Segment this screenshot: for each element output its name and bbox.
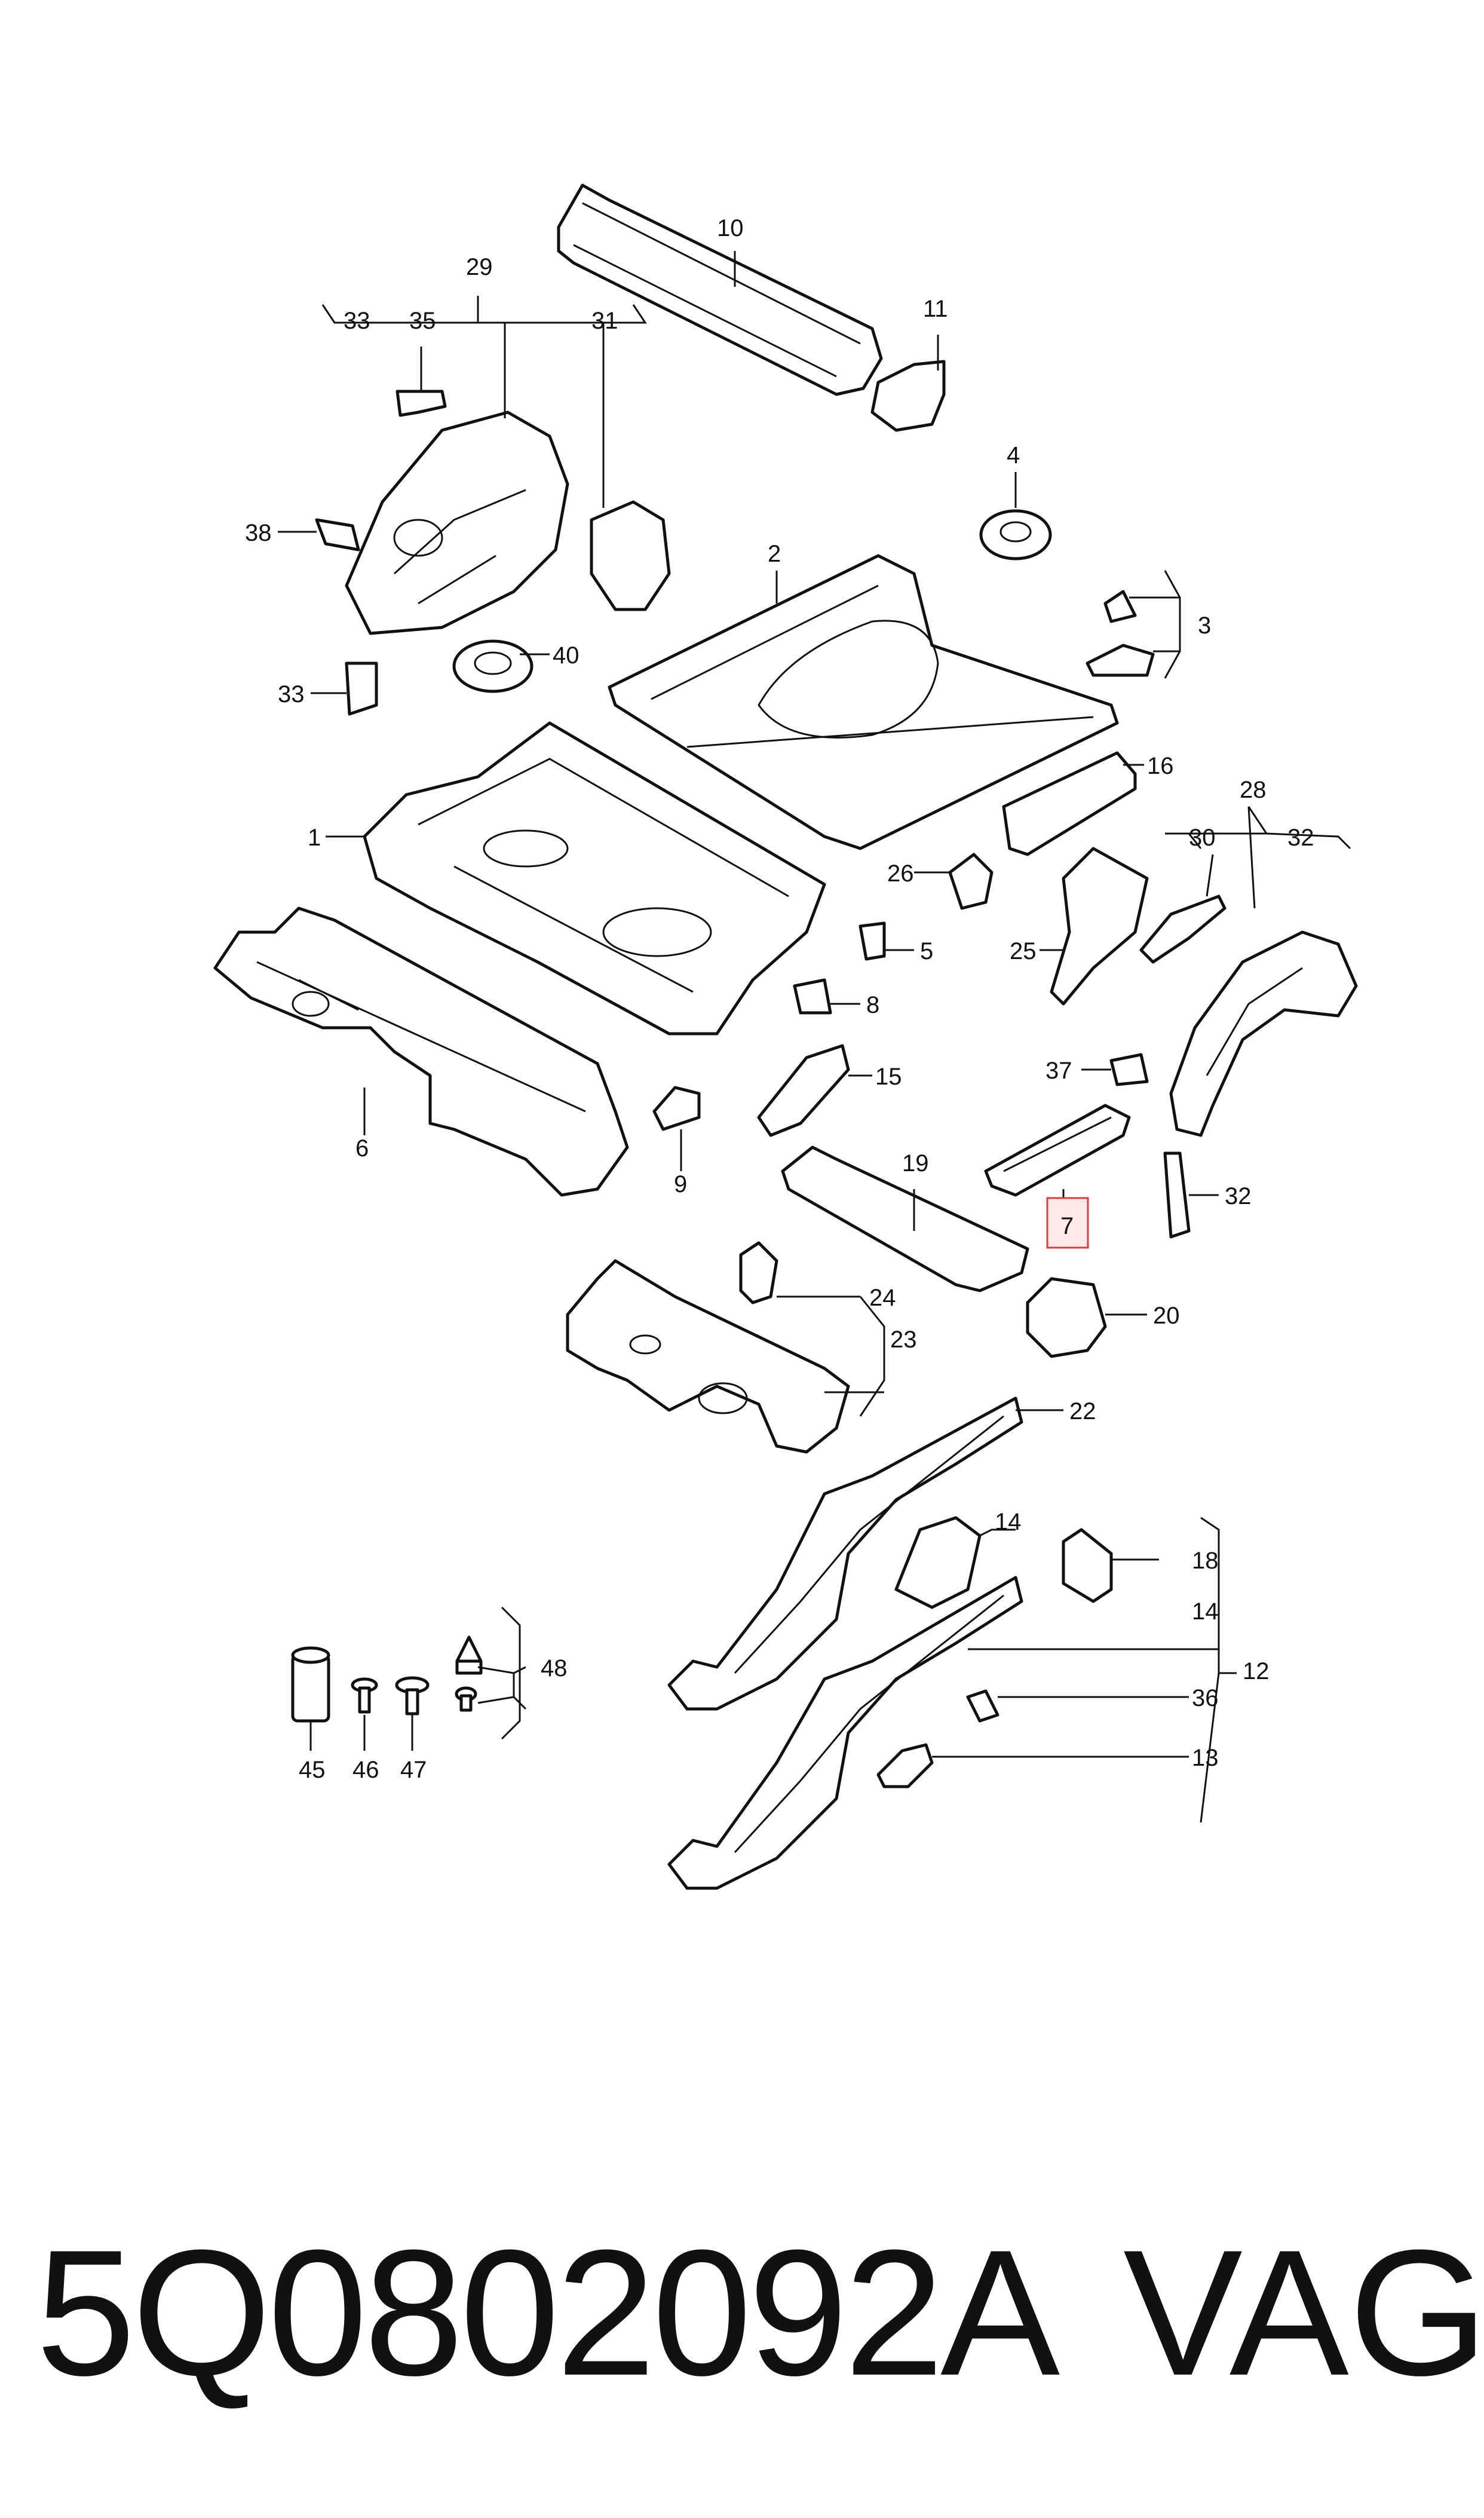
part-48-nuts: [455, 1635, 483, 1712]
part-25-bracket: [1050, 847, 1149, 1006]
callout-47: 47: [400, 1757, 427, 1783]
part-40-cap: [452, 639, 533, 693]
callout-15: 15: [875, 1064, 902, 1090]
callout-16: 16: [1147, 753, 1174, 779]
part-28-wheel-housing: [1169, 930, 1358, 1137]
part-5-clip: [858, 921, 886, 961]
part-8-clip: [793, 978, 832, 1015]
callout-45: 45: [299, 1757, 326, 1783]
callout-19: 19: [902, 1150, 929, 1177]
part-15-bracket: [757, 1044, 850, 1137]
callout-32-lower: 32: [1225, 1183, 1252, 1209]
callout-13: 13: [1192, 1745, 1219, 1771]
callout-28: 28: [1240, 777, 1267, 803]
part-33-clip: [345, 661, 378, 716]
part-4-plate: [979, 509, 1052, 560]
part-20-bracket: [1026, 1277, 1107, 1358]
part-37-clip: [1109, 1053, 1149, 1086]
part-16-rail: [1002, 751, 1137, 856]
callout-37: 37: [1045, 1058, 1072, 1084]
callout-48: 48: [541, 1655, 568, 1681]
part-18-plate: [1062, 1528, 1113, 1603]
part-32-bracket-upper: [1163, 1151, 1191, 1239]
callout-22: 22: [1069, 1398, 1096, 1425]
part-38-clip: [315, 518, 360, 552]
callout-2: 2: [768, 541, 781, 567]
part-45-bushing: [291, 1646, 330, 1723]
callout-8: 8: [866, 992, 879, 1018]
callout-33-mid: 33: [278, 681, 305, 707]
part-26-bracket: [948, 853, 994, 910]
part-1-main-floor: [363, 721, 826, 1036]
callout-9: 9: [674, 1171, 687, 1197]
callout-35: 35: [409, 308, 436, 334]
callout-20: 20: [1153, 1303, 1180, 1329]
part-36-clip: [966, 1689, 999, 1723]
part-31-bracket: [590, 500, 671, 611]
callout-38: 38: [245, 520, 272, 546]
callout-46: 46: [352, 1757, 379, 1783]
part-9-clip: [652, 1086, 701, 1131]
part-14-bracket: [894, 1516, 982, 1609]
part-13-bracket: [876, 1743, 934, 1788]
part-12-longitudinal-member: [667, 1576, 1023, 1890]
callout-30: 30: [1189, 825, 1216, 851]
callout-23: 23: [890, 1327, 917, 1353]
callout-25: 25: [1010, 938, 1037, 964]
part-24-bracket: [739, 1241, 778, 1304]
callout-4: 4: [1007, 442, 1020, 468]
callout-12: 12: [1243, 1658, 1270, 1684]
part-11-bracket: [870, 360, 946, 432]
callout-18: 18: [1192, 1548, 1219, 1574]
callout-31: 31: [591, 308, 618, 334]
callout-24: 24: [869, 1285, 896, 1311]
callout-7: 7: [1060, 1213, 1074, 1239]
callout-33-top: 33: [344, 308, 370, 334]
leader-lines: [278, 251, 1351, 1823]
part-23-cross-member: [566, 1259, 850, 1454]
part-46-bolt: [351, 1677, 378, 1714]
part-2-floor-pan: [608, 554, 1119, 850]
part-3-brackets: [1086, 590, 1155, 677]
callout-29: 29: [466, 254, 493, 280]
callout-labels: 10 11 29 33 35 31 4 38 2 3 40 33 16 1 28…: [245, 215, 1314, 1783]
callout-6: 6: [355, 1135, 369, 1162]
callout-11: 11: [923, 296, 948, 322]
part-30-bracket: [1139, 895, 1227, 964]
callout-14-right: 14: [1192, 1598, 1219, 1625]
callout-10: 10: [717, 215, 744, 241]
part-29-wheel-housing: [345, 411, 569, 635]
callout-3: 3: [1198, 612, 1211, 639]
part-6-cross-member: [213, 906, 629, 1197]
callout-40: 40: [553, 642, 580, 669]
part-10-cross-member: [557, 183, 883, 396]
brand-label: VAG: [1123, 2212, 1484, 2413]
part-7-reinforcement-panel: [984, 1104, 1131, 1197]
part-19-rail: [781, 1145, 1029, 1292]
callout-14-center: 14: [995, 1509, 1022, 1535]
part-35-clip: [395, 390, 447, 417]
callout-26: 26: [887, 860, 914, 887]
callout-36: 36: [1192, 1685, 1219, 1711]
callout-5: 5: [920, 938, 933, 964]
part-22-longitudinal-member: [667, 1396, 1023, 1711]
callout-32-right: 32: [1287, 825, 1314, 851]
callout-1: 1: [308, 825, 321, 851]
highlight-box: [1046, 1197, 1089, 1249]
part-number-label: 5Q0802092A: [36, 2212, 1060, 2413]
part-47-bolt: [395, 1676, 430, 1716]
